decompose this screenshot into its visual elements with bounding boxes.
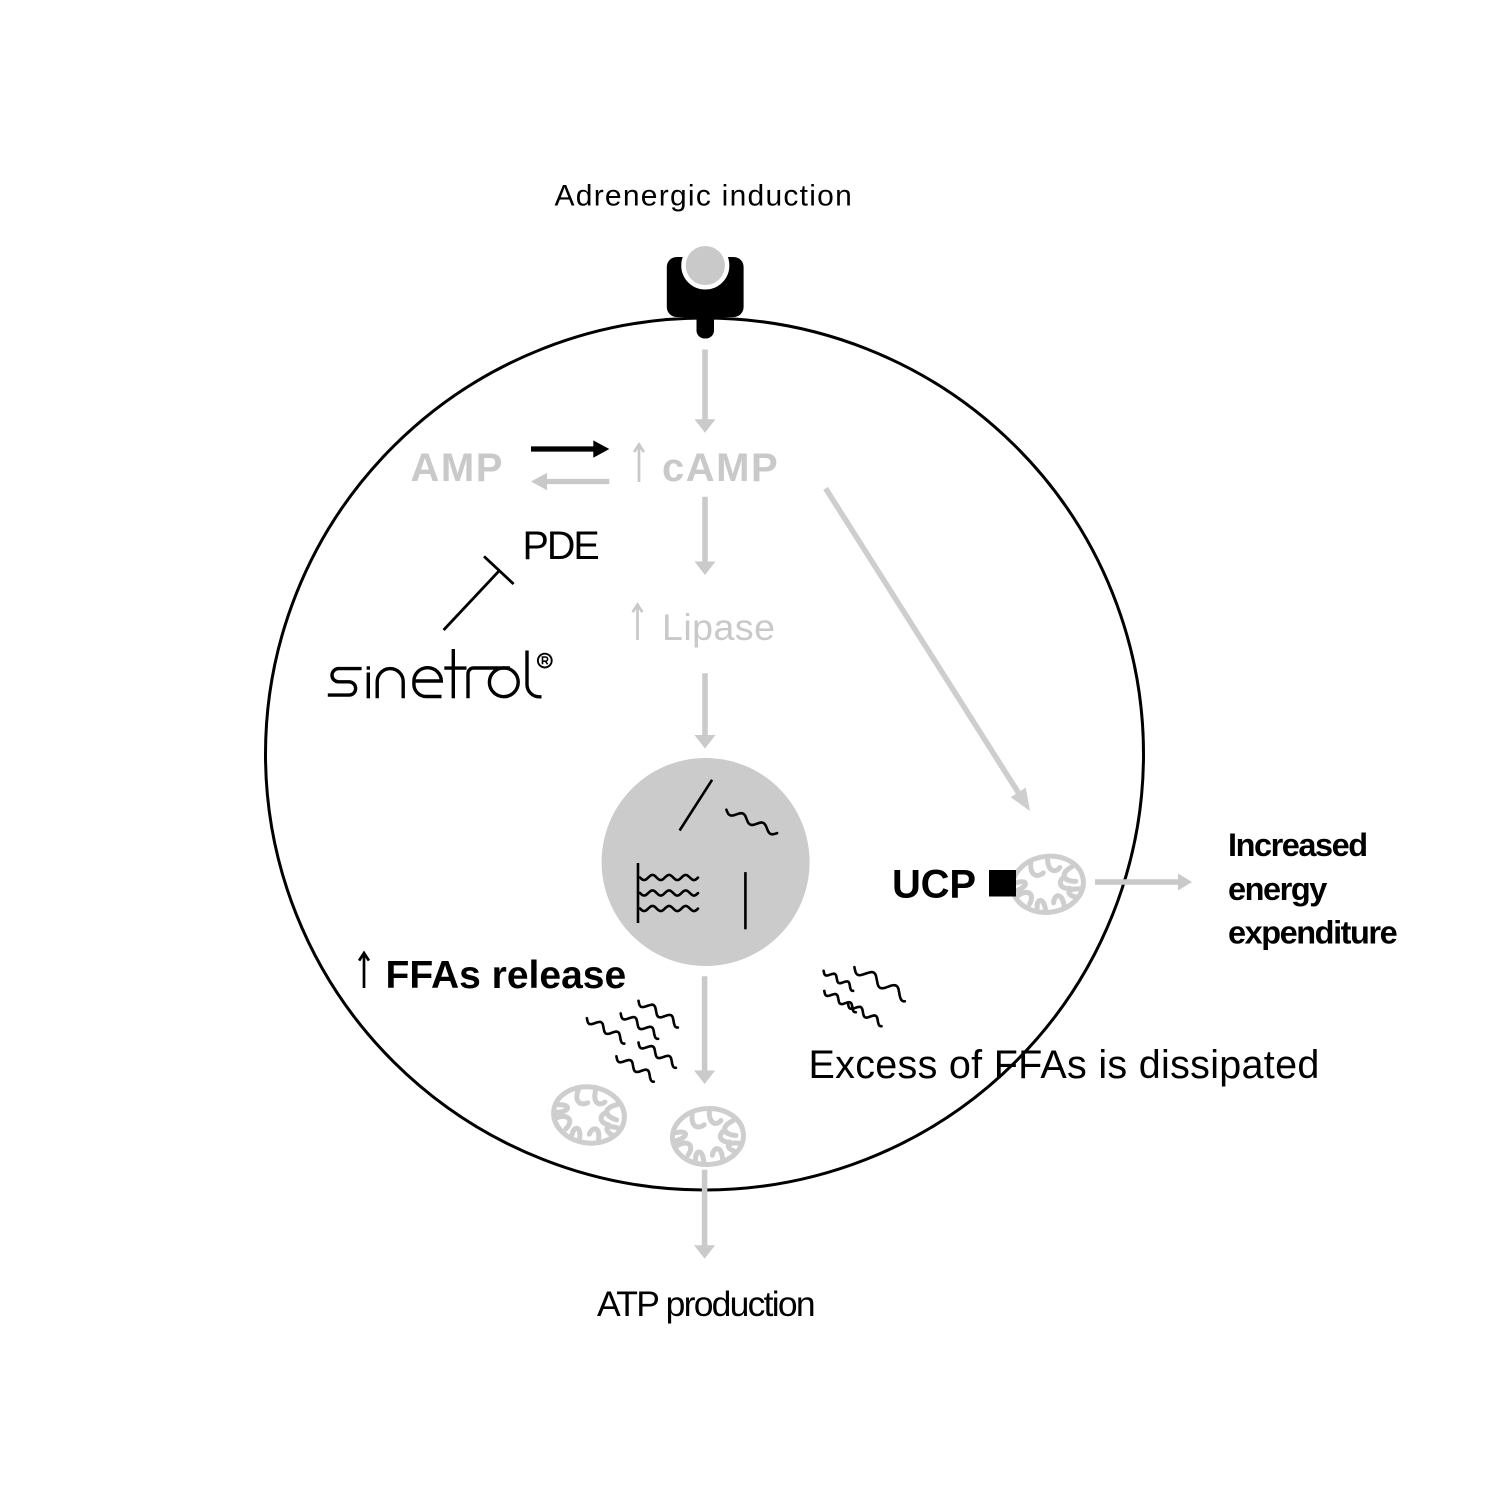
svg-text:PDE: PDE [523, 524, 599, 568]
svg-text:AMP: AMP [411, 446, 504, 490]
svg-text:Lipase: Lipase [662, 606, 776, 648]
svg-text:expenditure: expenditure [1228, 915, 1397, 951]
svg-text:energy: energy [1228, 871, 1327, 907]
svg-text:UCP: UCP [892, 863, 976, 907]
svg-text:ATP production: ATP production [597, 1284, 814, 1324]
svg-text:FFAs release: FFAs release [386, 954, 627, 997]
svg-text:Adrenergic induction: Adrenergic induction [555, 179, 854, 212]
svg-text:cAMP: cAMP [662, 446, 779, 490]
svg-text:Excess of FFAs is dissipated: Excess of FFAs is dissipated [809, 1043, 1320, 1087]
svg-text:Increased: Increased [1228, 827, 1367, 863]
